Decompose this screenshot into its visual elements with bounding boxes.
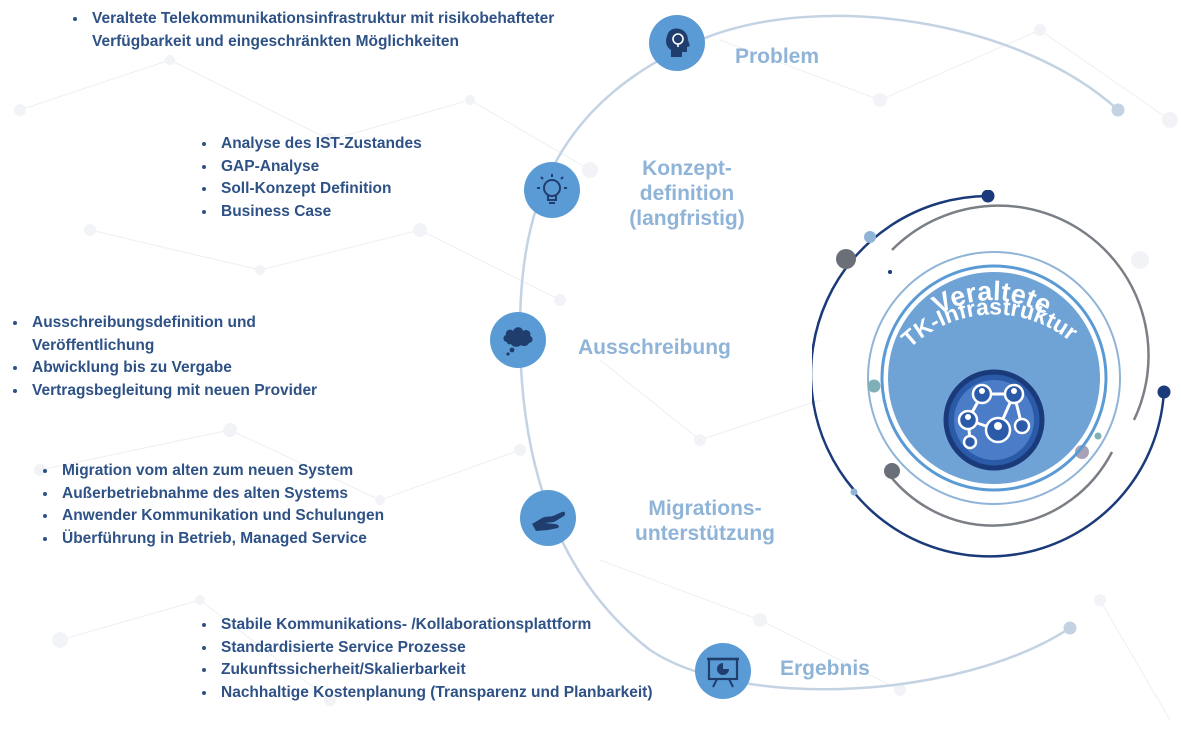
list-item: Überführung in Betrieb, Managed Service [58,528,538,551]
list-item: Migration vom alten zum neuen System [58,460,538,483]
stage-label-konzept: Konzept- definition (langfristig) [612,156,762,231]
helping-hand-icon [520,490,576,546]
orbit-dot [836,249,856,269]
list-item: Abwicklung bis zu Vergabe [28,357,468,380]
list-item: Vertragsbegleitung mit neuen Provider [28,380,468,403]
list-item: Analyse des IST-Zustandes [217,133,537,156]
stage-label-ergebnis: Ergebnis [780,657,870,680]
orbit-dot [888,270,892,274]
orbit-dot [867,379,881,393]
bullets-ergebnis: Stabile Kommunikations- /Kollaborationsp… [195,614,697,704]
list-item: Zukunftssicherheit/Skalierbarkeit [217,659,697,682]
stage-label-ausschreibung: Ausschreibung [578,336,731,359]
arc-end-dot-top [1111,103,1125,117]
stage-label-problem: Problem [735,45,820,68]
list-item: Stabile Kommunikations- /Kollaborationsp… [217,614,697,637]
stage-label-line: Konzept- [642,157,732,180]
bullets-ausschreibung: Ausschreibungsdefinition und Veröffentli… [6,312,468,402]
orbit-dot [1157,385,1171,399]
list-item: GAP-Analyse [217,156,537,179]
bullets-migration: Migration vom alten zum neuen System Auß… [36,460,538,550]
head-lightbulb-icon [649,15,705,71]
list-item: Außerbetriebnahme des alten Systems [58,483,538,506]
bullets-problem: Veraltete Telekommunikationsinfrastruktu… [66,8,648,53]
list-item: Soll-Konzept Definition [217,178,537,201]
orbit-grey [891,204,1150,421]
orbit-outer-right [851,389,1166,558]
orbit-dot [1075,445,1089,459]
stage-label-migration: Migrations- unterstützung [610,496,800,546]
lightbulb-icon [524,162,580,218]
network-people-icon [943,369,1045,471]
orbit-outer [812,194,989,491]
list-item: Ausschreibungsdefinition und Veröffentli… [28,312,362,357]
cloud-thought-icon [490,312,546,368]
presentation-chart-icon [695,643,751,699]
stage-label-line: Migrations- [648,497,762,520]
orbit-grey-lower [886,451,1114,527]
list-item: Nachhaltige Kostenplanung (Transparenz u… [217,682,661,705]
ring-mid [880,264,1108,492]
stage-label-line: definition [639,182,735,205]
stage-label-line: unterstützung [635,522,775,545]
orbit-dot [864,231,876,243]
center-orbit-graphic: Veraltete TK-Infrastruktur [812,190,1171,558]
bullets-konzept: Analyse des IST-Zustandes GAP-Analyse So… [195,133,537,223]
list-item: Standardisierte Service Prozesse [217,637,697,660]
list-item: Anwender Kommunikation und Schulungen [58,505,538,528]
orbit-dot [981,190,995,203]
stage-label-line: (langfristig) [629,207,745,230]
arc-end-dot-bottom [1063,621,1077,635]
list-item: Business Case [217,201,537,224]
ring-inner [867,251,1121,505]
orbit-dot [1094,432,1102,440]
orbit-dot [850,488,858,496]
orbit-dot [884,463,900,479]
list-item: Veraltete Telekommunikationsinfrastruktu… [88,8,648,53]
